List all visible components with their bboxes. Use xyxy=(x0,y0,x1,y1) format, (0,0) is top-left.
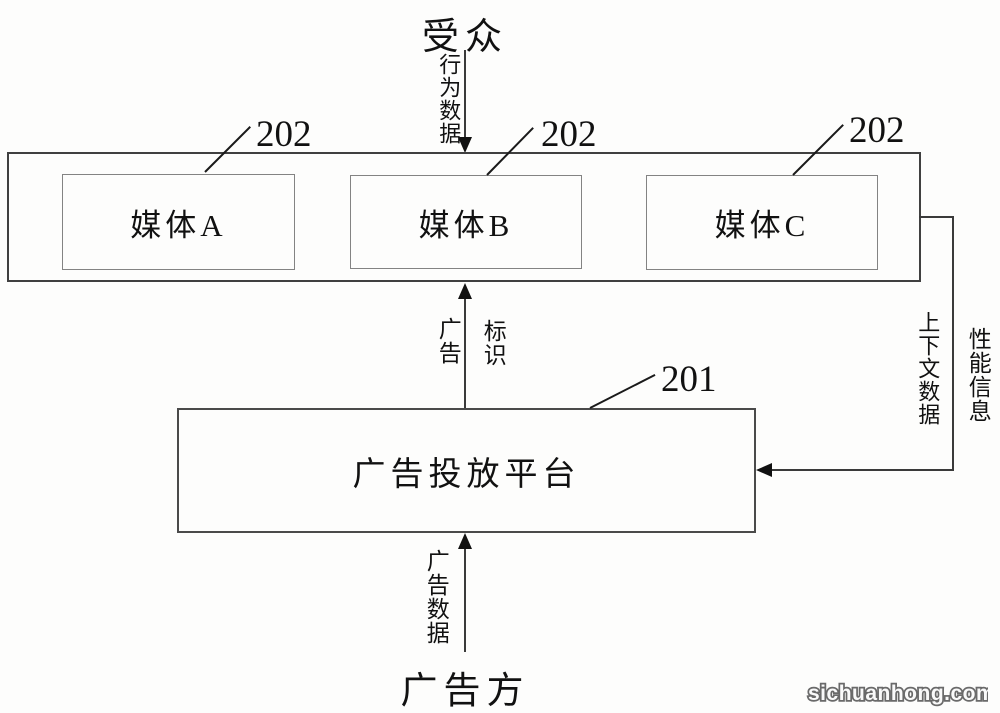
ref-201-label: 201 xyxy=(661,359,717,400)
ad-data-arrow-line xyxy=(464,547,466,652)
arrow-down-icon xyxy=(458,137,472,153)
ref-202-label-1: 202 xyxy=(256,114,312,155)
ad-data-label: 广告数据 xyxy=(423,549,449,645)
context-data-label: 上下文数据 xyxy=(915,311,941,426)
arrow-up-icon xyxy=(458,283,472,299)
ad-platform-label: 广告投放平台 xyxy=(352,456,581,493)
ref-202-label-3: 202 xyxy=(849,110,905,151)
ref-201-leader xyxy=(589,373,656,409)
behavior-data-label: 行为数据 xyxy=(436,53,462,145)
feedback-line-top xyxy=(919,216,954,218)
ref-202-label-2: 202 xyxy=(541,114,597,155)
media-a-label: 媒体A xyxy=(130,207,227,243)
arrow-left-icon xyxy=(756,463,772,477)
feedback-line-vertical xyxy=(952,216,954,471)
media-c-box: 媒体C xyxy=(646,175,878,270)
media-b-label: 媒体B xyxy=(418,207,514,243)
ad-platform-box: 广告投放平台 xyxy=(177,408,756,533)
arrow-up-icon xyxy=(458,533,472,549)
audience-label: 受众 xyxy=(422,17,508,58)
media-a-box: 媒体A xyxy=(62,174,295,270)
watermark: sichuanhong.com xyxy=(806,680,988,707)
media-b-box: 媒体B xyxy=(350,175,582,269)
media-c-label: 媒体C xyxy=(714,208,810,243)
performance-info-label: 性能信息 xyxy=(965,327,991,423)
watermark-text: sichuanhong.com xyxy=(808,682,988,705)
behavior-data-arrow-line xyxy=(464,50,466,138)
ad-identifier-arrow-line xyxy=(464,297,466,408)
advertiser-label: 广告方 xyxy=(400,671,530,712)
feedback-line-bottom xyxy=(770,469,954,471)
identifier-label: 标识 xyxy=(480,319,506,367)
ad-label: 广告 xyxy=(435,317,461,365)
